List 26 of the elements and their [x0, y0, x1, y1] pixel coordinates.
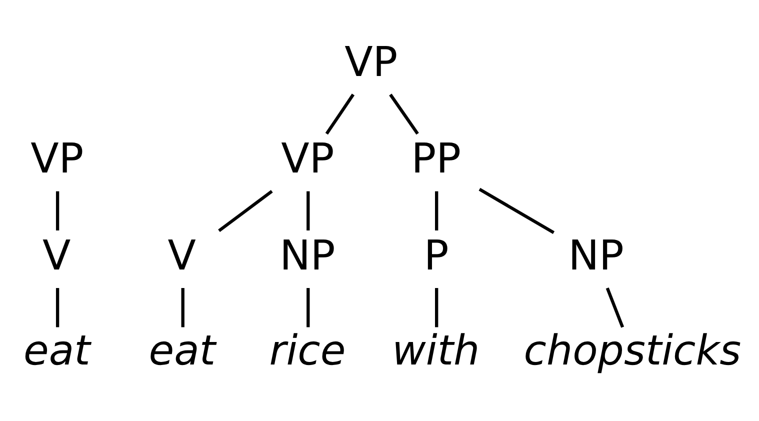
node-text: rice: [269, 326, 346, 374]
connector: [56, 288, 60, 327]
node-text: eat: [148, 326, 216, 374]
connector: [218, 190, 273, 232]
connector: [606, 286, 624, 328]
node-text: NP: [568, 230, 624, 279]
connector: [325, 93, 355, 134]
node-text: P: [424, 230, 449, 279]
connector: [478, 187, 555, 234]
node-text: V: [168, 230, 196, 279]
connector: [181, 288, 184, 327]
connector: [435, 190, 438, 230]
connector: [306, 288, 310, 327]
node-text: VP: [30, 134, 84, 182]
node-text: eat: [23, 326, 90, 374]
connector: [56, 190, 60, 230]
node-text: NP: [280, 230, 336, 279]
node-text: PP: [411, 134, 461, 182]
node-text: V: [42, 230, 71, 279]
node-text: chopsticks: [524, 326, 742, 374]
connector: [306, 190, 310, 230]
node-text: with: [392, 326, 480, 374]
connector: [389, 93, 419, 134]
node-text: VP: [281, 134, 334, 182]
node-text: VP: [344, 37, 398, 86]
connector: [435, 288, 438, 327]
